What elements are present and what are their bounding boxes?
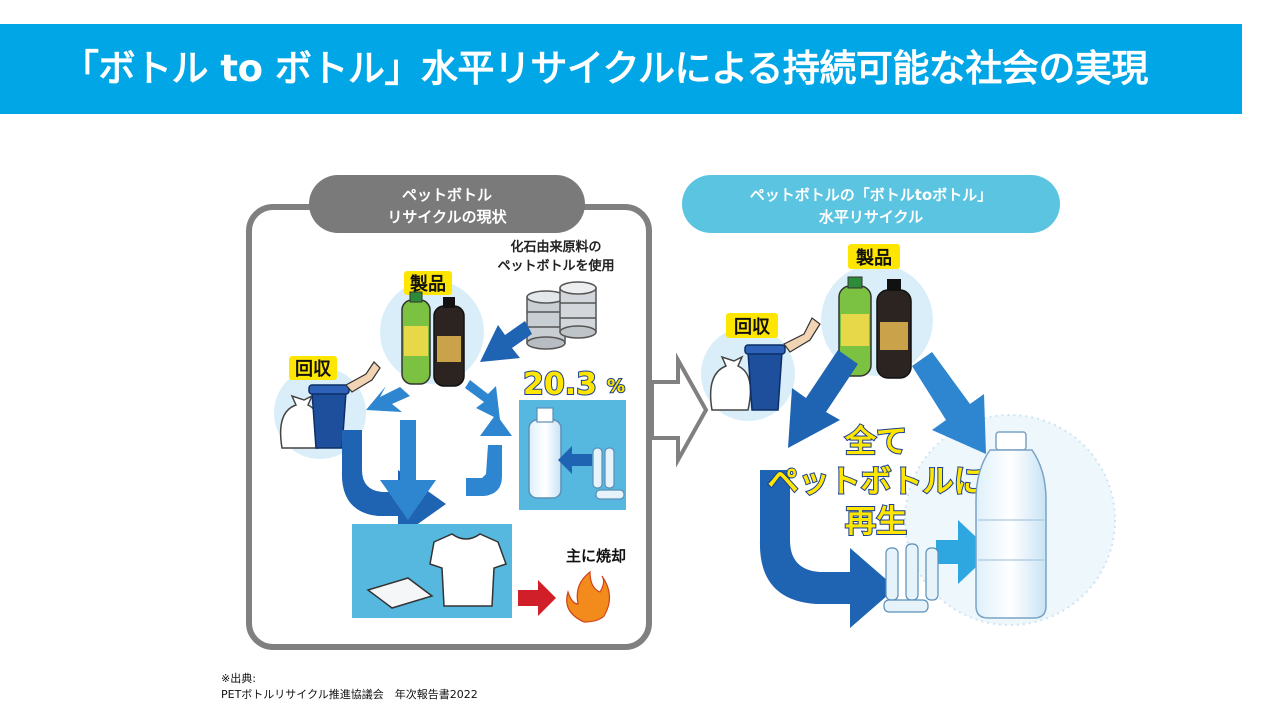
incinerate-label: 主に焼却 xyxy=(566,547,626,565)
preform-icon xyxy=(592,447,625,500)
fossil-input-arrow xyxy=(480,321,532,362)
transition-arrow-icon xyxy=(650,352,709,468)
hand-icon xyxy=(783,317,821,353)
oil-drum-icon xyxy=(526,281,597,350)
recycled-percent-sign: % xyxy=(607,376,625,397)
right-panel: ペットボトルの「ボトルtoボトル」 水平リサイクル 製品 回収 xyxy=(682,175,1116,628)
preform-to-bottle-arrow xyxy=(558,446,592,474)
title-banner: 「ボトル to ボトル」水平リサイクルによる持続可能な社会の実現 xyxy=(0,24,1242,114)
left-panel: ペットボトル リサイクルの現状 化石由来原料の ペットボトルを使用 製品 xyxy=(246,175,652,650)
preform-icon xyxy=(883,543,939,613)
left-tab-line2: リサイクルの現状 xyxy=(387,208,507,226)
left-panel-tab xyxy=(309,175,585,233)
regen-text-line1: 全て xyxy=(844,424,907,460)
hand-icon xyxy=(345,361,381,393)
right-collect-badge xyxy=(726,313,778,338)
left-product-label: 製品 xyxy=(409,274,446,295)
dark-tea-bottle-icon xyxy=(876,279,912,379)
fossil-label-line1: 化石由来原料の xyxy=(510,239,601,255)
left-cycle-arrows xyxy=(341,380,512,538)
source-line2: PETボトルリサイクル推進協議会 年次報告書2022 xyxy=(221,688,478,701)
green-tea-bottle-icon xyxy=(838,276,872,377)
right-panel-tab xyxy=(682,175,1060,233)
right-product-badge xyxy=(848,244,900,269)
page-title: 「ボトル to ボトル」水平リサイクルによる持続可能な社会の実現 xyxy=(62,47,1148,90)
regen-text-line3: 再生 xyxy=(845,504,907,540)
source-line1: ※出典: xyxy=(221,672,256,685)
recycled-percent: 20.3 xyxy=(523,367,597,402)
right-collect-label: 回収 xyxy=(734,317,771,338)
fire-icon xyxy=(566,570,611,623)
recycle-bin-icon xyxy=(744,344,786,411)
right-tab-line1: ペットボトルの「ボトルtoボトル」 xyxy=(750,186,992,204)
incinerate-arrow xyxy=(518,580,556,616)
right-tab-line2: 水平リサイクル xyxy=(819,208,923,226)
dark-tea-bottle-icon xyxy=(433,297,465,387)
right-cycle-arrows xyxy=(759,350,992,628)
left-collect-label: 回収 xyxy=(295,359,332,380)
right-product-label: 製品 xyxy=(855,248,892,269)
left-product-circle xyxy=(380,280,484,384)
source-note: ※出典: PETボトルリサイクル推進協議会 年次報告書2022 xyxy=(221,671,478,703)
food-tray-icon xyxy=(366,577,434,609)
pet-bottle-icon xyxy=(975,431,1047,619)
tshirt-icon xyxy=(429,533,507,607)
green-tea-bottle-icon xyxy=(401,291,431,385)
left-collect-badge xyxy=(289,356,337,380)
pet-bottle-icon xyxy=(528,407,562,499)
fossil-label-line2: ペットボトルを使用 xyxy=(497,258,614,274)
left-tab-line1: ペットボトル xyxy=(402,186,492,204)
left-product-badge xyxy=(404,271,452,295)
regen-text-line2: ペットボトルに xyxy=(768,464,985,500)
